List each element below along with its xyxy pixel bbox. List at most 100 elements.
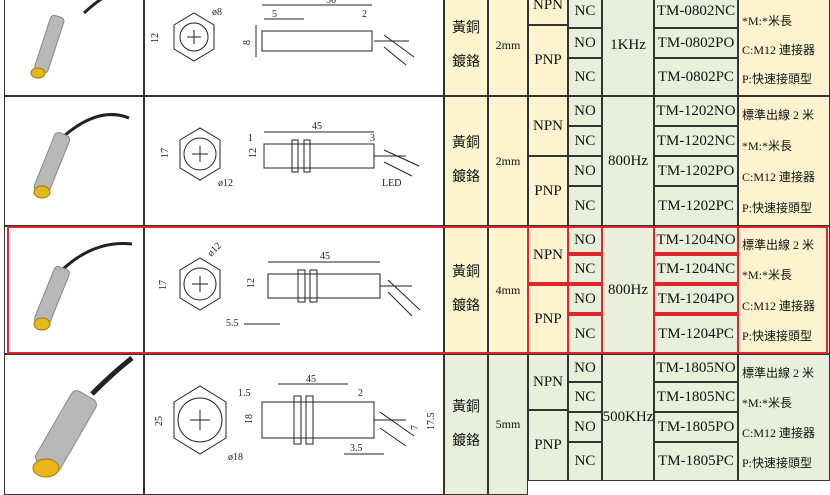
dimension-drawing-svg: 25 ø18 45 1.5 2 18 7 17.5 3.5	[154, 374, 437, 463]
dimension-drawing: ø8 12 5 36 2 8	[144, 0, 444, 96]
dim-label: 25	[154, 416, 165, 426]
sensing-distance: 2mm	[488, 96, 528, 226]
model-number: TM-1202NC	[654, 126, 738, 156]
pnp-label: PNP	[528, 156, 568, 226]
model-number: TM-1202PO	[654, 156, 738, 186]
dim-label: 3.5	[350, 443, 363, 454]
note-line: P:快速接頭型	[742, 329, 813, 344]
note-line: 標準出線 2 米	[742, 237, 815, 252]
dim-label: 3	[370, 133, 375, 144]
model-number: TM-1805PO	[654, 412, 738, 442]
dim-label: 5.5	[226, 318, 239, 329]
dim-label: 36	[326, 0, 336, 6]
dim-label: 45	[306, 374, 316, 385]
pnp-label: PNP	[528, 25, 568, 96]
dim-label: ø8	[212, 7, 222, 18]
model-number: TM-1204PO	[654, 284, 738, 314]
dim-label: ø12	[218, 178, 233, 189]
npn-label: NPN	[528, 226, 568, 284]
sensor-photo	[4, 354, 144, 495]
dim-label: 18	[244, 414, 255, 424]
output-type: NO	[568, 412, 602, 442]
model-number: TM-1204NO	[654, 226, 738, 254]
dim-label: 45	[312, 121, 322, 132]
frequency: 800Hz	[602, 226, 654, 354]
sensor-photo-image	[30, 0, 103, 79]
dim-label: 1	[248, 133, 253, 144]
output-type: NC	[568, 126, 602, 156]
dim-label: 12	[248, 148, 259, 158]
output-type: NC	[568, 58, 602, 96]
note-line: *M:*米長	[742, 14, 793, 28]
material-cell: 黃銅 鍍鉻	[444, 354, 488, 495]
sensor-photo-image	[33, 242, 133, 331]
frequency: 1KHz	[602, 0, 654, 96]
note-line: P:快速接頭型	[742, 72, 813, 86]
model-number: TM-0802PO	[654, 28, 738, 58]
material-line: 鍍鉻	[452, 170, 480, 185]
model-number: TM-1805NO	[654, 354, 738, 382]
note-line: C:M12 連接器	[742, 170, 816, 184]
material-line: 鍍鉻	[452, 433, 480, 449]
dimension-drawing-svg: ø8 12 5 36 2 8	[150, 0, 415, 66]
sensor-photo-image	[33, 113, 130, 199]
notes-cell: 標準出線 2 米 *M:*米長 C:M12 連接器 P:快速接頭型	[738, 226, 830, 354]
dim-label: ø12	[206, 241, 224, 259]
model-number: TM-1805PC	[654, 442, 738, 481]
dim-label: 17	[160, 148, 171, 158]
material-cell: 黃銅 鍍鉻	[444, 0, 488, 96]
output-type: NO	[568, 284, 602, 314]
notes-cell: *M:*米長 C:M12 連接器 P:快速接頭型	[738, 0, 830, 96]
model-number: TM-1202PC	[654, 186, 738, 226]
material-cell: 黃銅 鍍鉻	[444, 226, 488, 354]
material-line: 黃銅	[452, 20, 480, 36]
model-number: TM-1204PC	[654, 314, 738, 354]
dim-label: 5	[272, 9, 277, 20]
note-line: 標準出線 2 米	[742, 108, 815, 122]
frequency: 500KHz	[602, 354, 654, 481]
material-line: 黃銅	[452, 136, 480, 151]
note-line: P:快速接頭型	[742, 456, 813, 471]
sensor-photo-image	[32, 356, 134, 478]
dim-label: 17	[158, 280, 169, 290]
output-type: NC	[568, 314, 602, 354]
sensing-distance: 5mm	[488, 354, 528, 495]
npn-label: NPN	[528, 96, 568, 156]
dim-label: 8	[242, 40, 253, 45]
dimension-drawing: 25 ø18 45 1.5 2 18 7 17.5 3.5	[144, 354, 444, 495]
note-line: *M:*米長	[742, 139, 793, 153]
material-line: 鍍鉻	[452, 299, 480, 314]
frequency: 800Hz	[602, 96, 654, 226]
output-type: NC	[568, 254, 602, 284]
material-cell: 黃銅 鍍鉻	[444, 96, 488, 226]
note-line: C:M12 連接器	[742, 43, 816, 57]
note-line: *M:*米長	[742, 268, 793, 283]
dim-label: 12	[246, 278, 257, 288]
dimension-drawing: ø12 17 45 12 5.5	[144, 226, 444, 354]
model-number: TM-0802PC	[654, 58, 738, 96]
dimension-drawing: 17 ø12 45 1 3 12 LED	[144, 96, 444, 226]
model-number: TM-0802NC	[654, 0, 738, 28]
pnp-label: PNP	[528, 410, 568, 481]
dim-label: 7	[410, 425, 421, 430]
npn-label: NPN	[528, 0, 568, 25]
output-type: NC	[568, 0, 602, 28]
dim-label: ø18	[228, 452, 243, 463]
note-line: 標準出線 2 米	[742, 365, 815, 380]
model-number: TM-1805NC	[654, 382, 738, 412]
pnp-label: PNP	[528, 284, 568, 354]
output-type: NO	[568, 156, 602, 186]
model-number: TM-1202NO	[654, 96, 738, 126]
npn-label: NPN	[528, 354, 568, 410]
dim-label: 45	[320, 251, 330, 262]
output-type: NO	[568, 354, 602, 382]
sensing-distance: 2mm	[488, 0, 528, 96]
dim-label: 17.5	[426, 413, 437, 431]
sensing-distance: 4mm	[488, 226, 528, 354]
notes-cell: 標準出線 2 米 *M:*米長 C:M12 連接器 P:快速接頭型	[738, 96, 830, 226]
material-line: 黃銅	[452, 265, 480, 280]
output-type: NC	[568, 382, 602, 412]
output-type: NC	[568, 442, 602, 481]
material-line: 黃銅	[452, 399, 480, 415]
